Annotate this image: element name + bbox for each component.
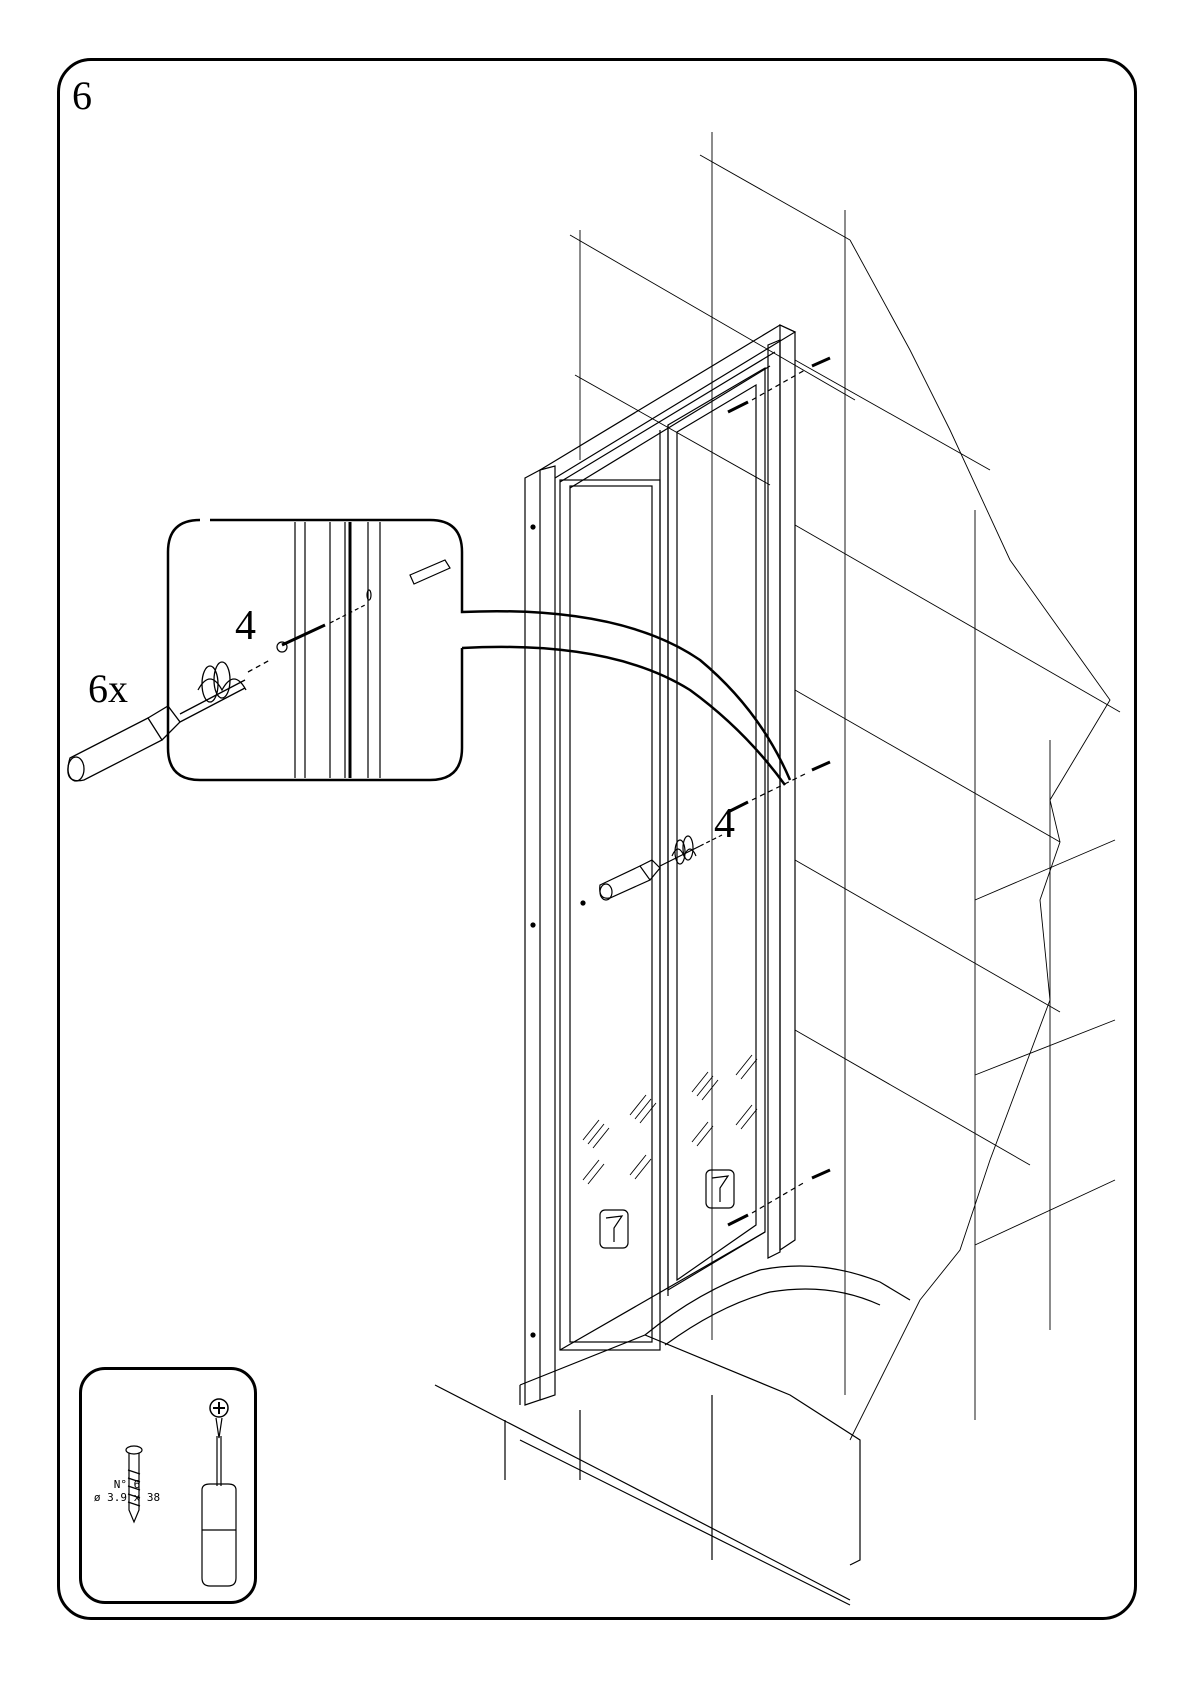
screw-number-door: 4 — [714, 800, 735, 848]
screw-number-detail: 4 — [235, 602, 256, 650]
detail-callout — [168, 520, 790, 785]
shower-tray — [435, 1266, 910, 1605]
phillips-icon — [210, 1399, 228, 1417]
screw-number: N° 6 — [92, 1478, 162, 1491]
glass-marks — [583, 1055, 757, 1184]
wall-screws — [728, 358, 830, 1225]
quantity-label: 6x — [88, 665, 128, 712]
screw-spec: N° 6 ø 3.9 x 38 — [92, 1478, 162, 1504]
shower-door — [525, 325, 795, 1405]
screwdriver-door — [600, 835, 722, 900]
screwdriver-icon — [202, 1418, 236, 1586]
screw-size: ø 3.9 x 38 — [92, 1491, 162, 1504]
